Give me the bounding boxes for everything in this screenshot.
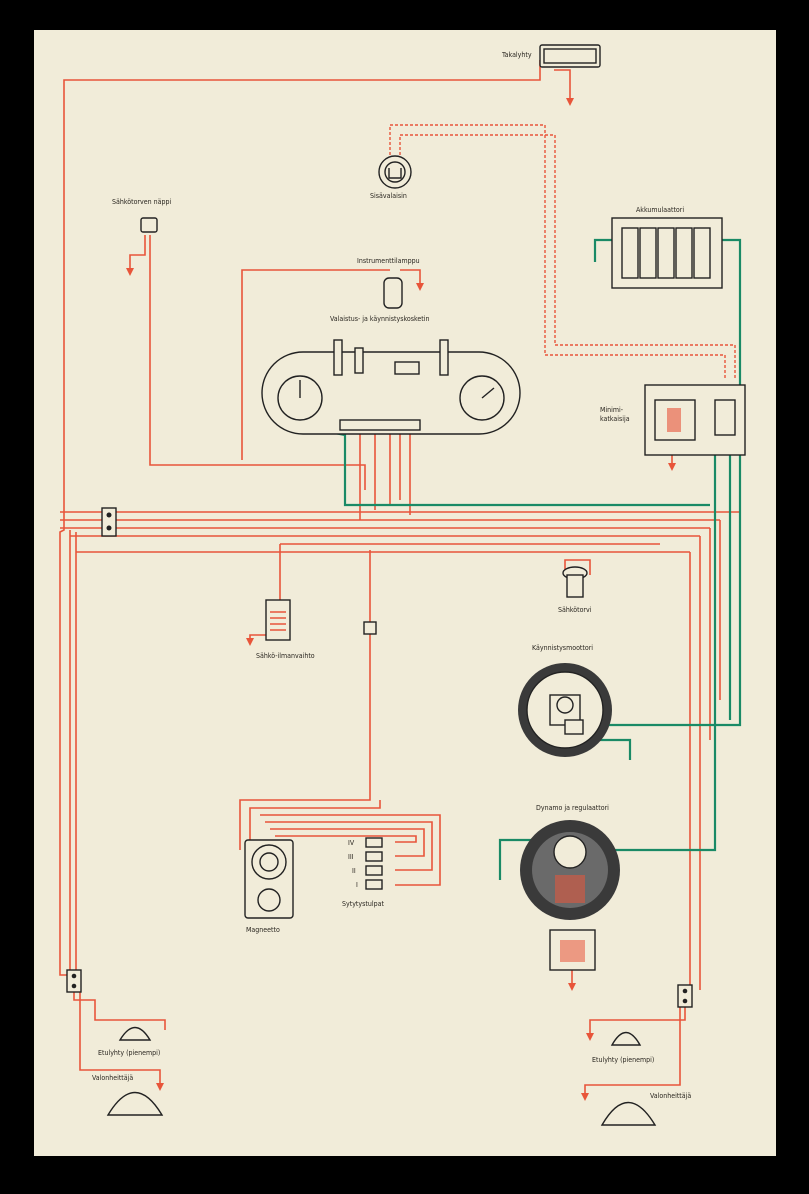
starter-motor-label: Käynnistysmoottori [532,644,593,652]
left-small-headlamp: Etulyhty (pienempi) [98,1026,160,1057]
right-small-headlamp-label: Etulyhty (pienempi) [592,1056,654,1064]
instrument-lamp-label: Instrumenttilamppu [357,257,420,265]
cutout-relay-component: Minimi- katkaisija [600,384,746,456]
interior-lamp-label: Sisävalaisin [370,192,407,200]
plug-ii-label: II [352,867,356,875]
electric-ventilation-label: Sähkö-ilmanvaihto [256,652,315,660]
starter-motor-component: Käynnistysmoottori [518,644,612,757]
dashboard-panel: Valaistus- ja käynnistyskosketin [261,315,521,435]
cutout-label-2: katkaisija [600,415,630,423]
left-lower-junction [66,969,82,993]
right-lower-junction [677,984,693,1008]
electric-horn-label: Sähkötorvi [558,606,592,614]
battery-label: Akkumulaattori [636,206,684,214]
cutout-label-1: Minimi- [600,406,623,414]
plug-iv-label: IV [348,839,355,847]
dynamo-component: Dynamo ja regulaattori [520,804,620,971]
instrument-lamp-component: Instrumenttilamppu [357,257,420,309]
left-small-headlamp-label: Etulyhty (pienempi) [98,1049,160,1057]
spark-plugs-label: Sytytystulpat [342,900,384,908]
right-spotlight-label: Valonheittäjä [650,1092,691,1100]
red-wiring [59,60,740,1101]
dashboard-label: Valaistus- ja käynnistyskosketin [330,315,430,323]
left-spotlight: Valonheittäjä [92,1074,164,1116]
tail-lamp-label: Takalyhty [501,51,532,59]
horn-button-component: Sähkötorven näppi [112,198,171,233]
inline-fuse [363,621,377,635]
plug-iii-label: III [348,853,354,861]
plug-i-label: I [356,881,358,889]
right-small-headlamp: Etulyhty (pienempi) [592,1031,654,1064]
tail-lamp-component: Takalyhty [501,44,601,68]
right-spotlight: Valonheittäjä [600,1092,691,1126]
interior-lamp-component: Sisävalaisin [370,155,412,200]
dynamo-label: Dynamo ja regulaattori [536,804,609,812]
magneto-label: Magneetto [246,926,280,934]
electric-horn-component: Sähkötorvi [558,566,592,614]
spark-plugs-component: IV III II I Sytytystulpat [342,837,384,908]
horn-button-label: Sähkötorven näppi [112,198,171,206]
electric-ventilation-component: Sähkö-ilmanvaihto [256,599,315,660]
left-junction-block [101,507,117,537]
battery-component: Akkumulaattori [611,206,723,289]
magneto-component: Magneetto [244,839,294,934]
left-spotlight-label: Valonheittäjä [92,1074,133,1082]
